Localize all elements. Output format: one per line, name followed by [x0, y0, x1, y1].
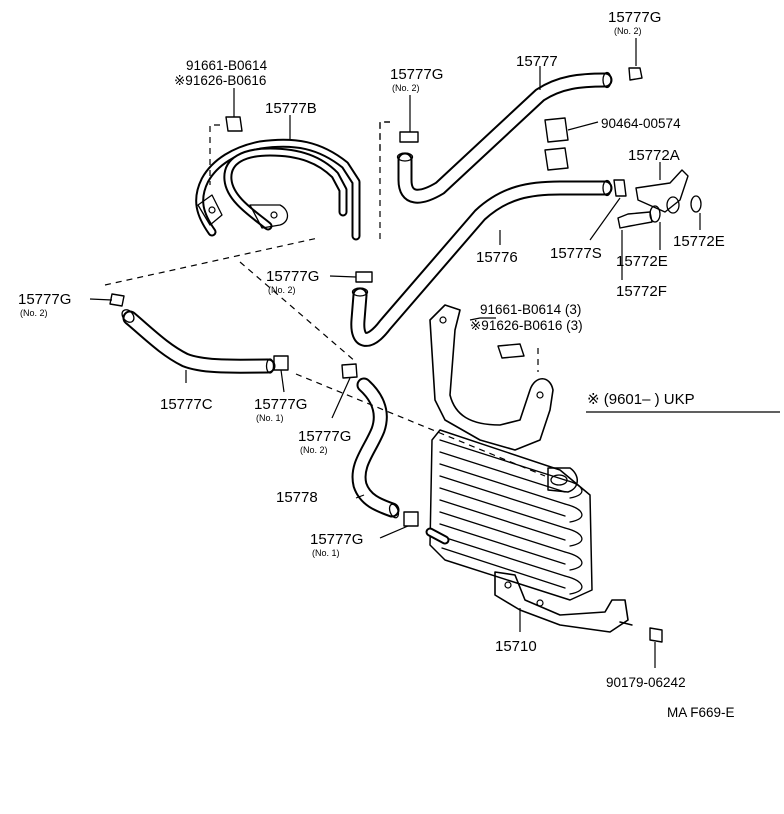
pipe-15777b — [195, 138, 361, 241]
label-bolt-a2: ※91626-B0616 — [174, 73, 266, 88]
label-clamp-center-sub: (No. 2) — [268, 285, 296, 295]
nut-90179 — [649, 627, 663, 643]
clamp-no1-a — [273, 355, 289, 371]
hose-15778 — [351, 377, 400, 519]
label-clamp-top-sub: (No. 2) — [614, 26, 642, 36]
clamp-left — [109, 293, 125, 307]
assembly-dashed-lines — [104, 121, 546, 477]
label-clamp-15777s: 15777S — [550, 245, 602, 262]
hose-15776 — [350, 179, 613, 347]
label-ukp-note: ※ (9601– ) UKP — [587, 391, 695, 408]
clamp-mid — [399, 131, 419, 143]
label-clamp-left: 15777G — [18, 291, 71, 308]
hose-15777 — [396, 71, 613, 204]
figure-code: MA F669-E — [667, 705, 735, 720]
clamp-lower — [341, 363, 358, 379]
label-hose-15778: 15778 — [276, 489, 318, 506]
label-clamp-center: 15777G — [266, 268, 319, 285]
label-clamp-mid-sub: (No. 2) — [392, 83, 420, 93]
label-bolt-a1: 91661-B0614 — [186, 58, 268, 73]
label-nut-90179: 90179-06242 — [606, 675, 686, 690]
label-cooler-15710: 15710 — [495, 638, 537, 655]
label-pipe-15777b: 15777B — [265, 100, 317, 117]
label-clamp-lower-sub: (No. 2) — [300, 445, 328, 455]
label-bolt-b1: 91661-B0614 (3) — [480, 302, 581, 317]
bolt-center — [497, 343, 539, 372]
label-clamp-no1-b-sub: (No. 1) — [312, 548, 340, 558]
label-bolt-b2: ※91626-B0616 (3) — [470, 318, 583, 333]
clamp-top-right — [628, 67, 643, 81]
clamp-15777s — [613, 179, 627, 197]
label-bolt-15772f: 15772F — [616, 283, 667, 300]
clamp-no1-b — [403, 511, 419, 527]
leader-lines — [89, 38, 780, 668]
label-clamp-no1-b: 15777G — [310, 531, 363, 548]
bolt-top-left — [209, 116, 243, 185]
label-clamp-mid: 15777G — [390, 66, 443, 83]
label-clamp-top: 15777G — [608, 9, 661, 26]
union-bolt-15772a — [635, 169, 702, 214]
bolt-15772f — [617, 205, 661, 229]
label-clip-90464: 90464-00574 — [601, 116, 681, 131]
label-hose-15777: 15777 — [516, 53, 558, 70]
oil-cooler-15710 — [425, 304, 633, 633]
label-clamp-no1-a: 15777G — [254, 396, 307, 413]
label-union-15772a: 15772A — [628, 147, 680, 164]
label-hose-15776: 15776 — [476, 249, 518, 266]
label-clamp-no1-a-sub: (No. 1) — [256, 413, 284, 423]
label-clamp-lower: 15777G — [298, 428, 351, 445]
label-clamp-left-sub: (No. 2) — [20, 308, 48, 318]
clip-90464 — [544, 117, 569, 171]
label-hose-15777c: 15777C — [160, 396, 213, 413]
label-gasket-e2: 15772E — [616, 253, 668, 270]
label-gasket-e1: 15772E — [673, 233, 725, 250]
clamp-center — [355, 271, 373, 283]
hose-15777c — [121, 309, 276, 374]
